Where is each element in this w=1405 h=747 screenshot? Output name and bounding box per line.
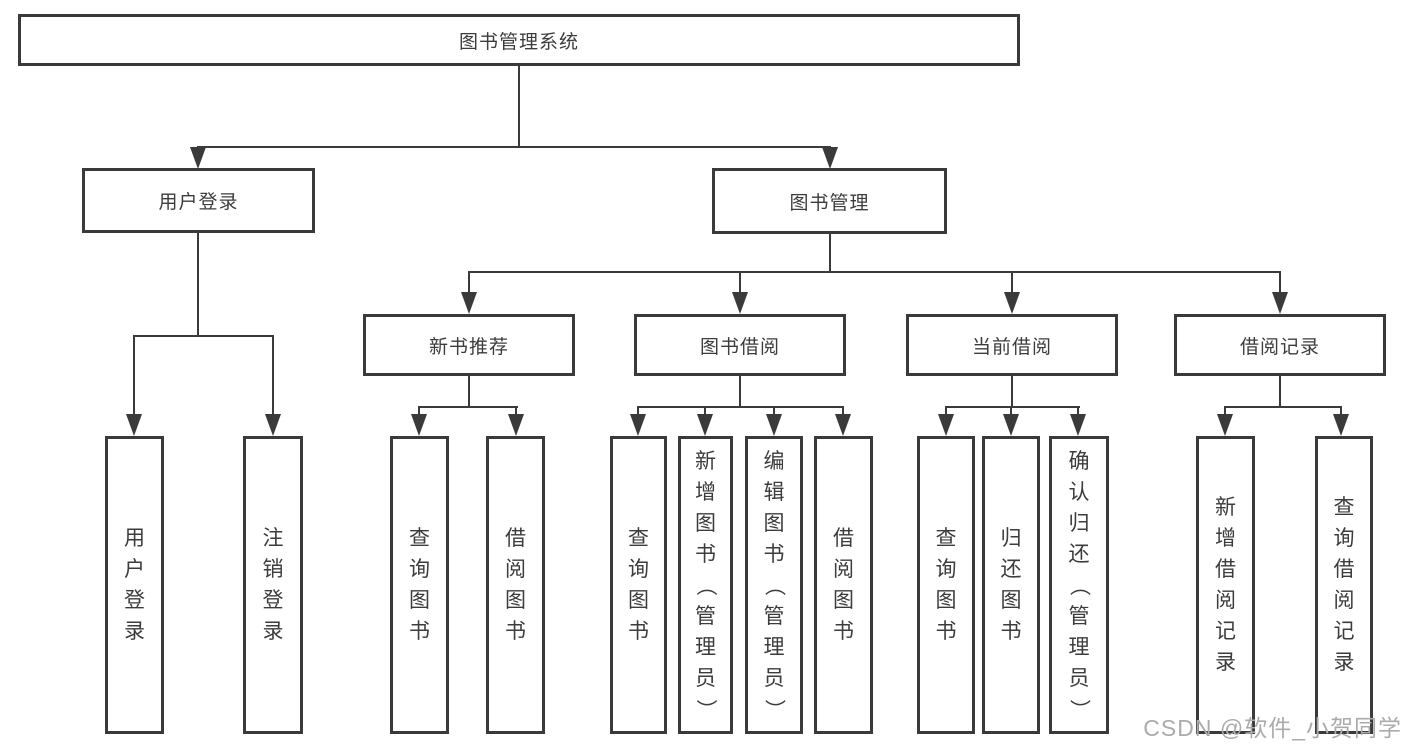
- leaf-cb-return-books: 归还图书: [982, 436, 1040, 734]
- watermark: CSDN @软件_小贺同学: [1143, 715, 1402, 741]
- node-book-borrow: 图书借阅: [634, 314, 846, 376]
- leaf-logout-login: 注销登录: [243, 436, 303, 734]
- connector-drop: [468, 271, 470, 293]
- arrow-down-icon: [732, 292, 748, 314]
- node-borrow-records: 借阅记录: [1174, 314, 1386, 376]
- connector-bb-stem: [739, 376, 741, 407]
- connector-root-stem: [518, 65, 520, 147]
- connector-user-login-stem: [197, 233, 199, 336]
- arrow-down-icon: [411, 414, 427, 436]
- node-book-management: 图书管理: [712, 168, 947, 234]
- node-current-borrow: 当前借阅: [906, 314, 1118, 376]
- connector-drop: [773, 406, 775, 416]
- node-book-borrow-label: 图书借阅: [699, 336, 780, 358]
- connector-drop: [133, 335, 135, 415]
- leaf-nbr-borrow-books: 借阅图书: [486, 436, 545, 734]
- leaf-user-login: 用户登录: [105, 436, 164, 734]
- leaf-bb-query-books: 查询图书: [610, 436, 667, 734]
- arrow-down-icon: [1070, 414, 1086, 436]
- arrow-down-icon: [1004, 292, 1020, 314]
- arrow-down-icon: [1003, 414, 1019, 436]
- connector-book-mgmt-stem: [829, 234, 831, 272]
- leaf-cb-confirm-return: 确认归还（管理员）: [1049, 436, 1109, 734]
- leaf-bb-add-books: 新增图书（管理员）: [678, 436, 733, 734]
- connector-drop: [637, 406, 639, 416]
- arrow-down-icon: [1217, 414, 1233, 436]
- connector-drop: [1011, 271, 1013, 293]
- connector-cb-hline: [945, 406, 1080, 408]
- arrow-down-icon: [697, 414, 713, 436]
- connector-nbr-hline: [418, 406, 518, 408]
- node-borrow-records-label: 借阅记录: [1239, 336, 1320, 358]
- arrow-down-icon: [265, 414, 281, 436]
- arrow-down-icon: [461, 292, 477, 314]
- connector-drop: [1224, 406, 1226, 416]
- leaf-bb-borrow-books: 借阅图书: [814, 436, 873, 734]
- arrow-down-icon: [1272, 292, 1288, 314]
- arrow-down-icon: [190, 147, 206, 169]
- arrow-down-icon: [835, 414, 851, 436]
- node-user-login-label: 用户登录: [158, 192, 239, 213]
- connector-cb-stem: [1011, 376, 1013, 407]
- connector-br-stem: [1279, 376, 1281, 407]
- leaf-br-add-record: 新增借阅记录: [1196, 436, 1255, 734]
- leaf-bb-edit-books: 编辑图书（管理员）: [745, 436, 803, 734]
- arrow-down-icon: [630, 414, 646, 436]
- connector-drop: [842, 406, 844, 416]
- connector-drop: [1010, 406, 1012, 416]
- connector-br-hline: [1224, 406, 1342, 408]
- connector-drop: [1340, 406, 1342, 416]
- node-root-label: 图书管理系统: [458, 31, 579, 53]
- node-current-borrow-label: 当前借阅: [971, 336, 1052, 358]
- connector-drop: [739, 271, 741, 293]
- arrow-down-icon: [1333, 414, 1349, 436]
- arrow-down-icon: [938, 414, 954, 436]
- node-user-login: 用户登录: [82, 168, 315, 233]
- node-new-book-recommend: 新书推荐: [363, 314, 575, 376]
- arrow-down-icon: [126, 414, 142, 436]
- connector-nbr-stem: [468, 376, 470, 407]
- connector-drop: [945, 406, 947, 416]
- leaf-cb-query-books: 查询图书: [917, 436, 975, 734]
- connector-drop: [1279, 271, 1281, 293]
- node-new-book-recommend-label: 新书推荐: [428, 336, 509, 358]
- arrow-down-icon: [766, 414, 782, 436]
- connector-user-login-hline: [133, 335, 274, 337]
- connector-level1-hline: [197, 146, 831, 148]
- connector-drop: [272, 335, 274, 415]
- arrow-down-icon: [822, 147, 838, 169]
- connector-drop: [704, 406, 706, 416]
- connector-bb-hline: [637, 406, 844, 408]
- connector-level3-hline: [468, 271, 1281, 273]
- node-book-management-label: 图书管理: [789, 192, 870, 214]
- connector-drop: [418, 406, 420, 416]
- leaf-nbr-query-books: 查询图书: [390, 436, 449, 734]
- connector-drop: [515, 406, 517, 416]
- leaf-br-query-record: 查询借阅记录: [1315, 436, 1373, 734]
- arrow-down-icon: [508, 414, 524, 436]
- node-root: 图书管理系统: [18, 14, 1020, 66]
- connector-drop: [1077, 406, 1079, 416]
